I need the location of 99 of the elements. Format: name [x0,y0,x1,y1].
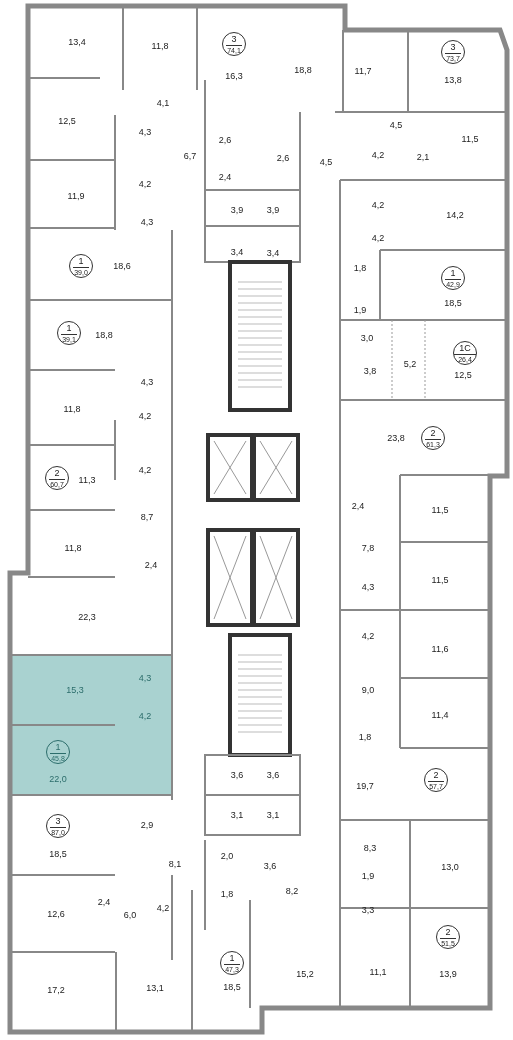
room-area: 2,0 [220,851,234,861]
room-area: 11,4 [431,710,449,720]
room-area: 8,3 [363,843,377,853]
room-area: 9,0 [361,685,375,695]
room-area: 3,6 [266,770,280,780]
room-area: 4,3 [361,582,375,592]
room-area: 15,2 [296,969,314,979]
room-area: 11,8 [64,543,82,553]
room-count: 3 [50,816,66,828]
room-area: 1,9 [361,871,375,881]
room-area: 3,6 [230,770,244,780]
room-area: 18,5 [444,298,462,308]
room-area: 4,3 [138,127,152,137]
room-area: 3,1 [266,810,280,820]
room-count: 1 [61,323,77,335]
room-area: 8,7 [140,512,154,522]
room-area: 12,5 [58,116,76,126]
room-area: 6,7 [183,151,197,161]
room-count: 1С [454,343,476,355]
room-area: 7,8 [361,543,375,553]
room-area: 2,4 [144,560,158,570]
room-area: 18,8 [294,65,312,75]
room-area: 4,2 [361,631,375,641]
room-area: 1,8 [220,889,234,899]
room-area: 11,8 [63,404,81,414]
room-area: 4,2 [371,200,385,210]
room-area: 22,3 [78,612,96,622]
room-area: 4,1 [156,98,170,108]
room-area: 2,9 [140,820,154,830]
room-area: 3,1 [230,810,244,820]
room-area: 5,2 [403,359,417,369]
room-area: 2,6 [276,153,290,163]
room-count: 2 [428,770,444,782]
room-area: 13,8 [444,75,462,85]
room-area: 22,0 [49,774,67,784]
room-area: 2,6 [218,135,232,145]
room-area: 6,0 [123,910,137,920]
room-area: 15,3 [66,685,84,695]
room-area: 19,7 [356,781,374,791]
room-area: 13,0 [441,862,459,872]
room-area: 18,5 [49,849,67,859]
room-area: 17,2 [47,985,65,995]
room-area: 4,3 [140,217,154,227]
room-area: 16,3 [225,71,243,81]
room-area: 8,2 [285,886,299,896]
room-area: 11,6 [431,644,449,654]
room-area: 13,9 [439,969,457,979]
room-count: 1 [50,742,66,754]
room-count: 3 [226,34,242,46]
room-area: 3,4 [230,247,244,257]
room-area: 4,5 [389,120,403,130]
room-count: 2 [425,428,441,440]
room-area: 4,2 [156,903,170,913]
room-area: 4,2 [138,411,152,421]
room-area: 4,3 [138,673,152,683]
room-area: 23,8 [387,433,405,443]
room-count: 3 [445,42,461,54]
room-area: 11,3 [78,475,96,485]
room-area: 4,2 [138,465,152,475]
room-area: 11,8 [151,41,169,51]
room-area: 11,9 [67,191,85,201]
room-count: 1 [445,268,461,280]
room-area: 2,4 [351,501,365,511]
room-area: 13,4 [68,37,86,47]
room-area: 4,2 [138,711,152,721]
room-area: 11,5 [461,134,479,144]
room-count: 1 [224,953,240,965]
room-area: 4,2 [138,179,152,189]
room-area: 12,6 [47,909,65,919]
room-area: 11,5 [431,505,449,515]
room-area: 1,8 [358,732,372,742]
room-area: 4,5 [319,157,333,167]
room-area: 2,4 [218,172,232,182]
room-area: 3,3 [361,905,375,915]
room-area: 2,1 [416,152,430,162]
room-area: 2,4 [97,897,111,907]
room-count: 1 [73,256,89,268]
room-area: 1,9 [353,305,367,315]
room-area: 18,8 [95,330,113,340]
room-area: 3,6 [263,861,277,871]
room-area: 1,8 [353,263,367,273]
room-area: 11,7 [354,66,372,76]
room-count: 2 [49,468,65,480]
room-area: 18,5 [223,982,241,992]
room-area: 11,1 [369,967,387,977]
room-area: 4,2 [371,150,385,160]
room-area: 18,6 [113,261,131,271]
room-area: 14,2 [446,210,464,220]
room-area: 8,1 [168,859,182,869]
room-area: 13,1 [146,983,164,993]
room-area: 3,8 [363,366,377,376]
room-count: 2 [440,927,456,939]
room-area: 3,0 [360,333,374,343]
room-area: 11,5 [431,575,449,585]
room-area: 3,4 [266,248,280,258]
room-area: 3,9 [266,205,280,215]
room-area: 4,2 [371,233,385,243]
room-area: 4,3 [140,377,154,387]
room-area: 3,9 [230,205,244,215]
